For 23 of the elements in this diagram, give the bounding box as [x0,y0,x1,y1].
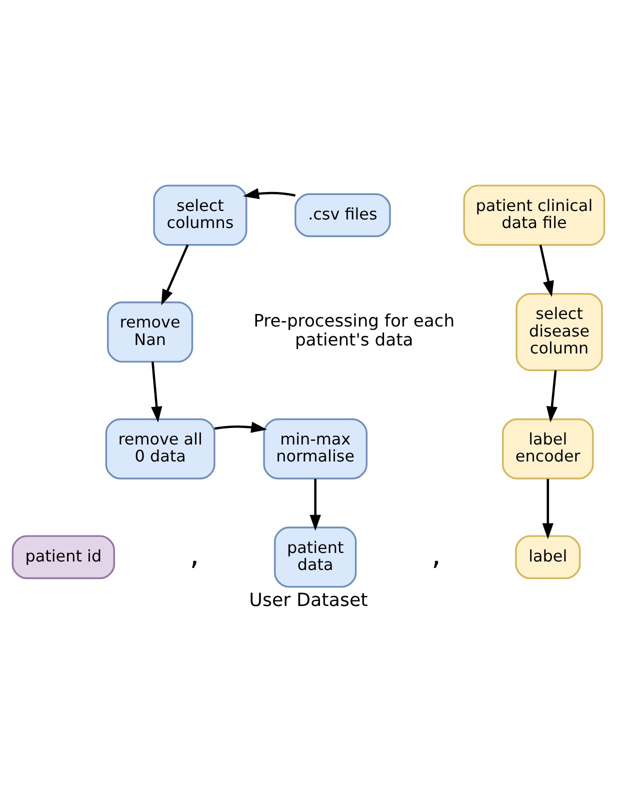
arrow [151,361,162,422]
label: , [190,536,200,571]
node-box: patient clinical data file [463,184,606,246]
node-box: min-max normalise [263,418,368,479]
node-box: select disease column [516,292,603,371]
arrow [214,421,268,432]
caption: User Dataset [249,589,368,610]
label: Pre-processing for each patient's data [254,310,455,350]
node-box: label [515,534,581,579]
node-box: select columns [153,184,248,246]
node-box: .csv files [294,192,391,237]
node-box: patient data [274,526,357,588]
arrow [539,244,554,296]
label: , [431,536,441,571]
node-box: remove Nan [107,301,194,362]
arrow [243,188,296,199]
arrow [310,478,321,530]
arrow [546,370,558,422]
arrow [542,478,554,539]
node-box: label encoder [502,418,594,479]
node-box: remove all 0 data [105,418,216,479]
node-box: patient id [12,534,115,579]
arrow [161,244,189,305]
